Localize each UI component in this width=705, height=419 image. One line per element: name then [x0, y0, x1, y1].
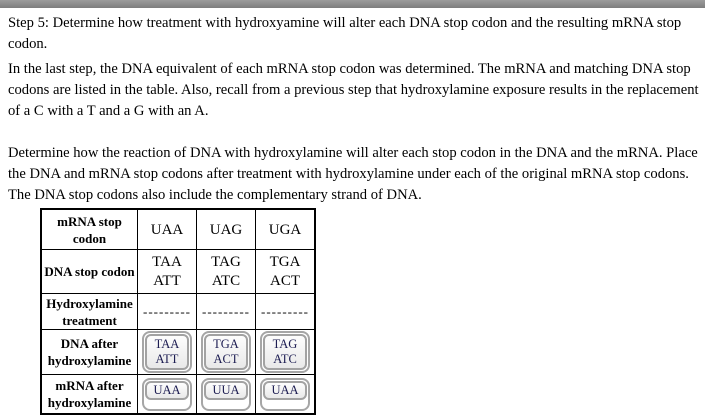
treatment-cell-3: --------- — [255, 293, 316, 330]
dna-codon-strand-bottom: ACT — [270, 272, 300, 289]
treatment-placeholder-2: --------- — [202, 303, 250, 319]
row-hydroxylamine-treatment: Hydroxylamine treatment --------- ------… — [40, 293, 316, 330]
tile-strand-top: TGA — [213, 337, 239, 351]
dna-codon-strand-top: TAA — [152, 253, 182, 270]
dna-after-cell-2: TGA ACT — [196, 329, 256, 375]
tile-strand-bottom: ACT — [213, 352, 239, 366]
drop-slot-dna-after-2[interactable]: TGA ACT — [201, 331, 251, 373]
tile-dna-after-2[interactable]: TGA ACT — [204, 334, 248, 370]
row-label-mrna-stop-codon: mRNA stop codon — [40, 208, 138, 250]
mrna-after-cell-2: UUA — [196, 374, 256, 415]
mrna-stop-codon-cell-2: UAG — [196, 208, 256, 250]
drop-slot-mrna-after-1[interactable]: UAA — [142, 377, 192, 411]
mrna-stop-codon-cell-1: UAA — [137, 208, 197, 250]
tile-mrna-after-2[interactable]: UUA — [204, 380, 248, 400]
row-label-dna-stop-codon: DNA stop codon — [40, 249, 138, 294]
tile-strand-top: TAG — [272, 337, 298, 351]
drop-slot-mrna-after-3[interactable]: UAA — [260, 377, 310, 411]
dna-after-cell-3: TAG ATC — [255, 329, 316, 375]
row-mrna-after-hydroxylamine: mRNA after hydroxylamine UAA UUA UAA — [40, 374, 316, 415]
tile-dna-after-1[interactable]: TAA ATT — [145, 334, 189, 370]
task-paragraph: Determine how the reaction of DNA with h… — [8, 145, 698, 203]
drop-slot-dna-after-3[interactable]: TAG ATC — [260, 331, 310, 373]
step-title: Step 5: Determine how treatment with hyd… — [8, 15, 682, 52]
drop-slot-mrna-after-2[interactable]: UUA — [201, 377, 251, 411]
row-label-mrna-after-hydroxylamine: mRNA after hydroxylamine — [40, 374, 138, 415]
instructions-block: Step 5: Determine how treatment with hyd… — [8, 13, 702, 206]
tile-mrna-after-1[interactable]: UAA — [145, 380, 189, 400]
dna-stop-codon-2: TAG ATC — [198, 253, 255, 291]
drop-slot-dna-after-1[interactable]: TAA ATT — [142, 331, 192, 373]
row-dna-stop-codon: DNA stop codon TAA ATT TAG ATC TGA ACT — [40, 249, 316, 294]
codon-table: mRNA stop codon UAA UAG UGA DNA stop cod… — [40, 208, 316, 415]
row-label-hydroxylamine-treatment: Hydroxylamine treatment — [40, 293, 138, 330]
mrna-stop-codon-cell-3: UGA — [255, 208, 316, 250]
intro-paragraph: In the last step, the DNA equivalent of … — [8, 61, 699, 119]
dna-after-cell-1: TAA ATT — [137, 329, 197, 375]
dna-codon-strand-top: TAG — [211, 253, 241, 270]
tile-strand-bottom: ATC — [273, 352, 297, 366]
dna-stop-codon-1: TAA ATT — [139, 253, 196, 291]
row-dna-after-hydroxylamine: DNA after hydroxylamine TAA ATT TGA ACT — [40, 329, 316, 375]
tile-strand-top: TAA — [154, 337, 180, 351]
treatment-cell-2: --------- — [196, 293, 256, 330]
dna-stop-codon-cell-1: TAA ATT — [137, 249, 197, 294]
row-mrna-stop-codon: mRNA stop codon UAA UAG UGA — [40, 208, 316, 250]
tile-strand-bottom: ATT — [155, 352, 179, 366]
treatment-placeholder-1: --------- — [143, 303, 191, 319]
mrna-stop-codon-1: UAA — [150, 221, 184, 238]
dna-stop-codon-cell-3: TGA ACT — [255, 249, 316, 294]
window-top-bar — [0, 0, 705, 8]
treatment-cell-1: --------- — [137, 293, 197, 330]
dna-codon-strand-top: TGA — [269, 253, 301, 270]
tile-mrna-after-3[interactable]: UAA — [263, 380, 307, 400]
dna-stop-codon-3: TGA ACT — [256, 253, 314, 291]
row-label-dna-after-hydroxylamine: DNA after hydroxylamine — [40, 329, 138, 375]
mrna-stop-codon-3: UGA — [268, 221, 302, 238]
dna-stop-codon-cell-2: TAG ATC — [196, 249, 256, 294]
dna-codon-strand-bottom: ATC — [211, 272, 241, 289]
dna-codon-strand-bottom: ATT — [153, 272, 181, 289]
mrna-after-cell-1: UAA — [137, 374, 197, 415]
tile-dna-after-3[interactable]: TAG ATC — [263, 334, 307, 370]
mrna-after-cell-3: UAA — [255, 374, 316, 415]
mrna-stop-codon-2: UAG — [209, 221, 243, 238]
treatment-placeholder-3: --------- — [261, 303, 309, 319]
